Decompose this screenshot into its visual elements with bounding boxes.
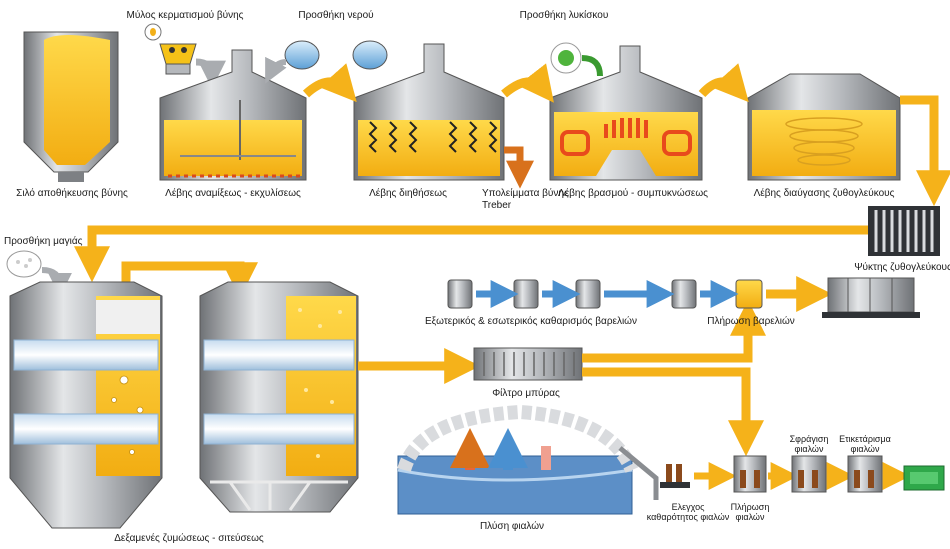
flow-arrow-fermenter-2 (121, 261, 258, 299)
flow-arrow-whirlpool-cooler (900, 95, 950, 207)
spent-grain-arrow (504, 146, 534, 189)
bottle-filler (733, 455, 767, 493)
flow-arrow-cooler-fermenter (74, 225, 868, 283)
label-mash-tun: Λέβης αναμίξεως - εκχυλίσεως (165, 188, 301, 199)
label-labeling-1: Ετικετάρισμα (839, 434, 891, 444)
label-bottle-washing: Πλύση φιαλών (479, 521, 545, 532)
whirlpool-tank (747, 73, 901, 181)
flow-arrow-filter-kegs (582, 299, 766, 363)
yeast-icon (6, 250, 42, 278)
label-bottle-check-1: Ελεγχος (671, 502, 705, 512)
mill-arrow (195, 58, 226, 89)
label-bottle-check-2: καθαρότητος φιαλών (646, 512, 730, 522)
bottle-washer (397, 404, 639, 515)
label-boil-kettle: Λέβης βρασμού - συμπυκνώσεως (558, 188, 708, 199)
water-arrow-1 (265, 56, 287, 84)
bottle-crate (903, 465, 945, 491)
label-labeling-2: φιαλών (850, 444, 880, 454)
label-spent-grain: Υπολείμματα βύνης (482, 188, 569, 199)
label-keg-cleaning: Εξωτερικός & εσωτερικός καθαρισμός βαρελ… (425, 316, 637, 327)
flow-arrow-mash-lauter (302, 63, 357, 103)
label-bottle-filling-2: φιαλών (735, 512, 765, 522)
bottle-inspection (660, 464, 690, 488)
water-icon-1 (284, 40, 320, 70)
keg-pallet (822, 277, 920, 318)
label-water: Προσθήκη νερού (298, 10, 374, 21)
label-whirlpool: Λέβης διαύγασης ζυθογλεύκους (753, 188, 895, 199)
label-crowning-1: Σφράγιση (789, 434, 829, 444)
label-beer-filter: Φίλτρο μπύρας (492, 388, 560, 399)
wort-cooler (868, 206, 940, 256)
label-fermentation: Δεξαμενές ζυμώσεως - σιτεύσεως (114, 533, 264, 544)
label-silo: Σιλό αποθήκευσης βύνης (16, 188, 128, 199)
bottle-conveyor (618, 446, 659, 500)
bottle-labeler (847, 455, 883, 493)
label-bottle-filling-1: Πλήρωση (730, 502, 770, 512)
label-lauter-tun: Λέβης διηθήσεως (369, 188, 447, 199)
flow-arrow-lauter-boil (501, 63, 554, 103)
label-keg-filling: Πλήρωση βαρελιών (707, 316, 795, 327)
label-crowning-2: φιαλών (794, 444, 824, 454)
malt-mill (144, 23, 197, 75)
label-treber: Treber (482, 200, 512, 211)
keg-line (447, 279, 763, 309)
label-wort-cooler: Ψύκτης ζυθογλεύκους (854, 262, 950, 273)
hops-arrow (581, 55, 603, 77)
lauter-tun (353, 43, 505, 181)
fermentation-tank-1 (9, 281, 163, 529)
bottle-crowner (791, 455, 827, 493)
beer-filter (473, 347, 583, 381)
fermentation-tank-2 (199, 281, 359, 513)
flow-arrow-filter-bottles (582, 367, 764, 457)
boil-kettle (549, 45, 703, 181)
malt-silo (23, 31, 119, 182)
water-icon-2 (352, 40, 388, 70)
label-mill: Μύλος κερματισμού βύνης (126, 10, 244, 21)
label-yeast: Προσθήκη μαγιάς (4, 236, 83, 247)
flow-arrow-boil-whirlpool (698, 63, 749, 103)
label-hops: Προσθήκη λυκίσκου (519, 10, 609, 21)
